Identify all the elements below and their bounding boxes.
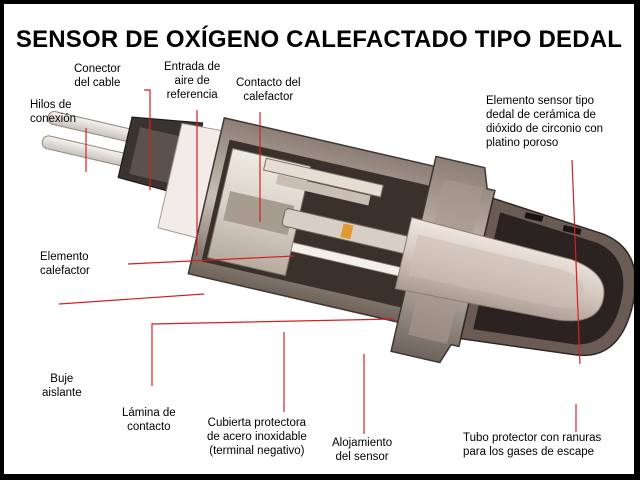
label-entrada: Entrada de aire de referencia — [164, 61, 221, 101]
label-lamina: Lámina de contacto — [122, 407, 176, 433]
leader-buje — [58, 293, 205, 305]
diagram-frame: SENSOR DE OXÍGENO CALEFACTADO TIPO DEDAL — [4, 4, 634, 474]
sensor-illustration — [41, 89, 634, 434]
label-elemento-calefactor: Elemento calefactor — [40, 251, 90, 277]
label-conector: Conector del cable — [74, 63, 121, 89]
leader-conector — [144, 89, 151, 190]
heater-contact — [262, 157, 384, 198]
label-alojamiento: Alojamiento del sensor — [332, 437, 393, 463]
label-elemento-sensor: Elemento sensor tipo dedal de cerámica d… — [486, 95, 603, 149]
leader-lamina — [151, 318, 395, 386]
label-hilos: Hilos de conexión — [30, 99, 77, 125]
leader-lines — [58, 89, 581, 434]
tube-slot — [524, 212, 544, 222]
label-contacto-calefactor: Contacto del calefactor — [236, 77, 301, 103]
sensor-body — [41, 111, 634, 364]
leader-elemento-sensor — [571, 159, 581, 365]
label-buje: Buje aislante — [42, 373, 82, 399]
leader-elemento-calefactor — [127, 255, 295, 265]
diagram-title: SENSOR DE OXÍGENO CALEFACTADO TIPO DEDAL — [15, 26, 623, 53]
label-cubierta: Cubierta protectora de acero inoxidable … — [207, 417, 307, 457]
label-tubo: Tubo protector con ranuras para los gase… — [463, 432, 602, 458]
